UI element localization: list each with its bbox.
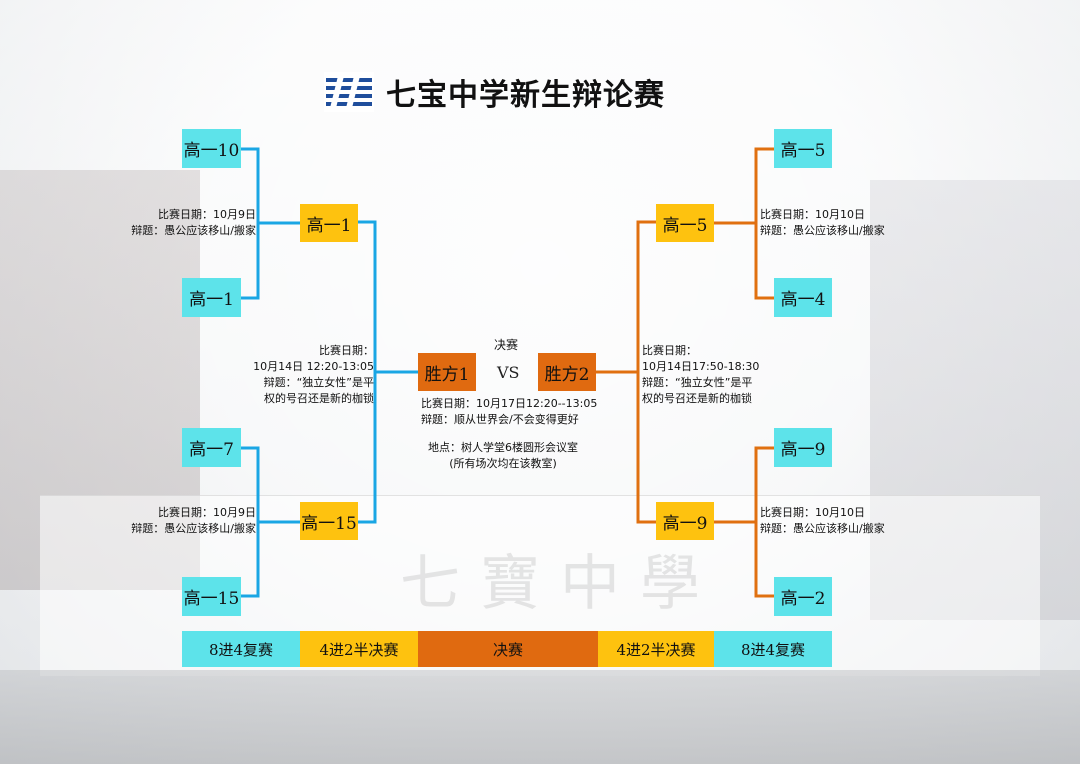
- stage-bar: 8进4复赛 4进2半决赛 决赛 4进2半决赛 8进4复赛: [182, 631, 832, 667]
- right-team-2: 高一4: [774, 278, 832, 317]
- left-team-3: 高一7: [182, 428, 241, 467]
- background-watermark: 七寶中學: [400, 549, 720, 619]
- left-team-4: 高一15: [182, 577, 241, 616]
- final-venue: 地点：树人学堂6楼圆形会议室 (所有场次均在该教室): [428, 441, 578, 470]
- stage-label-5: 8进4复赛: [714, 631, 832, 667]
- right-semi-note: 比赛日期： 10月14日17:50-18:30 辩题：“独立女性”是平 权的号召…: [642, 344, 760, 405]
- right-match-note-2: 比赛日期：10月10日 辩题：愚公应该移山/搬家: [760, 506, 885, 535]
- right-match-note-1: 比赛日期：10月10日 辩题：愚公应该移山/搬家: [760, 208, 885, 237]
- header: 七宝中学新生辩论赛: [324, 70, 665, 114]
- left-qf-1: 高一1: [300, 204, 358, 242]
- right-team-4: 高一2: [774, 577, 832, 616]
- final-heading: 决赛: [494, 338, 519, 352]
- left-match-note-2: 比赛日期：10月9日 辩题：愚公应该移山/搬家: [131, 506, 256, 535]
- right-qf-1: 高一5: [656, 204, 714, 242]
- left-qf-2: 高一15: [300, 502, 358, 540]
- final-left-team: 胜方1: [418, 353, 476, 391]
- left-team-1: 高一10: [182, 129, 241, 168]
- right-qf-2: 高一9: [656, 502, 714, 540]
- final-vs: VS: [497, 363, 520, 382]
- stage-label-4: 4进2半决赛: [598, 631, 714, 667]
- left-semi-note: 比赛日期： 10月14日 12:20-13:05 辩题：“独立女性”是平 权的号…: [253, 344, 374, 405]
- page-title: 七宝中学新生辩论赛: [386, 78, 665, 113]
- final-note: 比赛日期：10月17日12:20--13:05 辩题：顺从世界会/不会变得更好: [421, 397, 598, 426]
- right-team-1: 高一5: [774, 129, 832, 168]
- school-logo-icon: [324, 72, 374, 112]
- stage-label-3: 决赛: [418, 631, 598, 667]
- final-right-team: 胜方2: [538, 353, 596, 391]
- right-team-3: 高一9: [774, 428, 832, 467]
- stage-label-2: 4进2半决赛: [300, 631, 418, 667]
- stage-label-1: 8进4复赛: [182, 631, 300, 667]
- background-ground: [0, 670, 1080, 764]
- left-match-note-1: 比赛日期：10月9日 辩题：愚公应该移山/搬家: [131, 208, 256, 237]
- left-team-2: 高一1: [182, 278, 241, 317]
